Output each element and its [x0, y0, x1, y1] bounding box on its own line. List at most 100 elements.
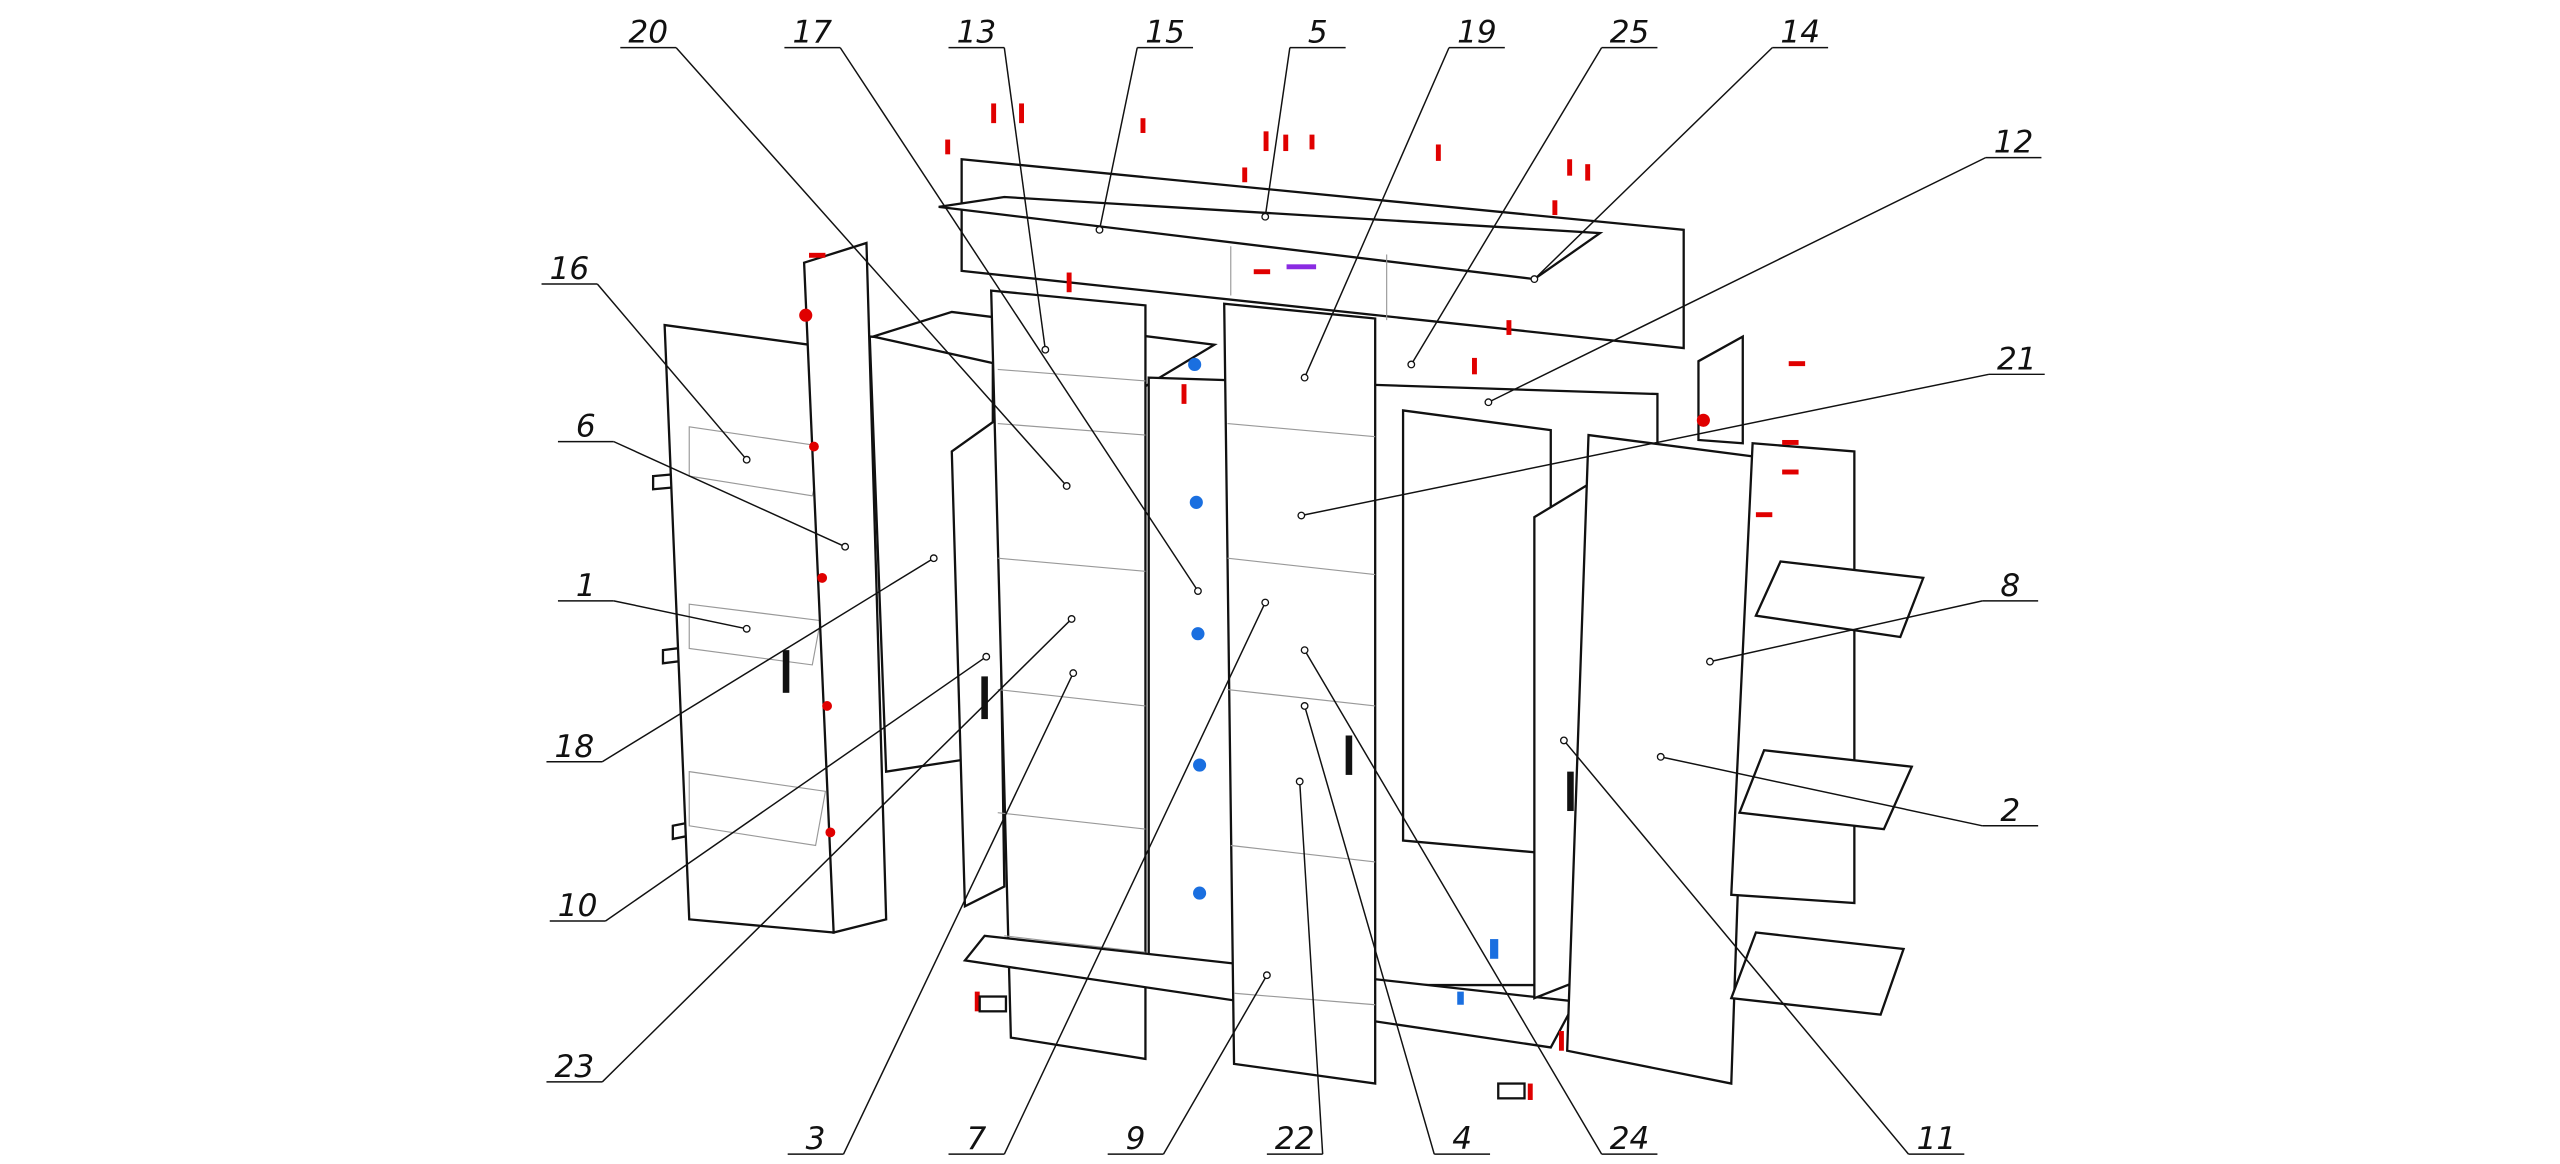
callout-label: 14 [1780, 15, 1820, 51]
leader-line [605, 656, 987, 922]
leader-dot [1261, 598, 1270, 607]
callout-label: 22 [1275, 1121, 1315, 1157]
fasteners [799, 103, 1806, 1100]
leader-line [1162, 974, 1268, 1155]
leader-line [1264, 47, 1291, 217]
callout-label: 20 [628, 15, 668, 51]
callout-23: 23 [546, 614, 1076, 1085]
callout-25: 25 [1407, 15, 1658, 369]
callout-12: 12 [1484, 125, 2042, 407]
callout-label: 11 [1917, 1121, 1957, 1157]
handle-bar [1286, 264, 1317, 270]
connectors [1188, 357, 1499, 1005]
leader-dot [1067, 614, 1076, 623]
callout-19: 19 [1300, 15, 1505, 382]
callout-label: 16 [550, 251, 590, 287]
callout-label: 5 [1308, 15, 1328, 51]
leader-dot [742, 624, 751, 633]
center-drawer-column [1223, 302, 1377, 1085]
callout-10: 10 [549, 652, 991, 924]
callout-label: 4 [1452, 1121, 1472, 1157]
leader-line [1303, 47, 1450, 378]
callout-label: 23 [555, 1049, 595, 1085]
top-cornice [938, 157, 1685, 350]
callout-14: 14 [1530, 15, 1829, 284]
leader-line [842, 672, 1074, 1155]
leader-line [839, 47, 1199, 592]
plinth-foot [1497, 1082, 1526, 1100]
leader-dot [1559, 736, 1568, 745]
callout-label: 6 [576, 409, 596, 445]
callout-label: 3 [806, 1121, 826, 1157]
leader-dot [1300, 373, 1309, 382]
leader-line [1488, 156, 1986, 403]
plinth-foot [978, 995, 1008, 1013]
leader-dot [1300, 702, 1309, 710]
callout-label: 9 [1126, 1121, 1146, 1157]
leader-line [1563, 739, 1910, 1155]
leader-dot [742, 455, 751, 464]
leader-dot [1194, 587, 1202, 595]
callout-label: 12 [1994, 125, 2034, 161]
leader-line [1301, 373, 1990, 517]
callout-7: 7 [948, 598, 1270, 1157]
leader-dot [1484, 398, 1493, 407]
leader-line [1003, 47, 1047, 350]
callout-16: 16 [541, 251, 751, 464]
leader-dot [1261, 212, 1270, 221]
right-side-panel [1697, 334, 1925, 1016]
leader-line [596, 283, 748, 461]
leader-line [601, 618, 1073, 1083]
callout-15: 15 [1095, 15, 1194, 234]
leader-dot [1407, 360, 1416, 369]
leader-dot [1656, 752, 1665, 761]
callout-label: 10 [558, 888, 598, 924]
leader-dot [1297, 511, 1306, 520]
callout-label: 8 [2000, 568, 2020, 604]
leader-line [675, 47, 1068, 487]
leader-dot [1069, 669, 1078, 678]
leader-dot [1530, 275, 1539, 284]
leader-dot [1041, 345, 1050, 354]
callout-11: 11 [1559, 736, 1965, 1157]
leader-dot [929, 554, 938, 563]
callout-label: 17 [792, 15, 832, 51]
callout-18: 18 [546, 554, 938, 765]
leader-dot [982, 652, 991, 661]
leader-line [613, 600, 747, 630]
callout-21: 21 [1297, 341, 2045, 520]
leader-line [1098, 47, 1138, 230]
callout-label: 7 [966, 1121, 986, 1157]
callout-label: 25 [1610, 15, 1650, 51]
leader-dot [1095, 225, 1104, 234]
leader-dot [1062, 482, 1071, 490]
leader-line [1003, 602, 1266, 1155]
callout-17: 17 [784, 15, 1202, 595]
leader-line [1709, 600, 1983, 663]
callout-label: 15 [1145, 15, 1185, 51]
callout-label: 1 [576, 568, 596, 604]
callout-22: 22 [1266, 777, 1324, 1157]
callout-9: 9 [1107, 971, 1271, 1157]
leader-line [1660, 756, 1983, 827]
leader-line [601, 557, 935, 763]
leader-line [1533, 47, 1773, 280]
leader-dot [1300, 646, 1309, 655]
callout-1: 1 [557, 568, 751, 633]
leader-line [1298, 781, 1324, 1155]
leader-dot [1295, 777, 1304, 786]
leader-dot [1262, 971, 1271, 980]
callout-8: 8 [1706, 568, 2039, 666]
callout-4: 4 [1300, 702, 1491, 1157]
callout-label: 13 [957, 15, 997, 51]
leader-line [1303, 649, 1603, 1155]
leader-line [1303, 705, 1435, 1155]
callout-label: 21 [1997, 341, 2037, 377]
callout-5: 5 [1261, 15, 1346, 221]
leader-line [613, 440, 846, 548]
callout-label: 18 [555, 729, 595, 765]
callout-20: 20 [620, 15, 1071, 490]
callout-6: 6 [557, 409, 850, 551]
callout-13: 13 [948, 15, 1050, 354]
